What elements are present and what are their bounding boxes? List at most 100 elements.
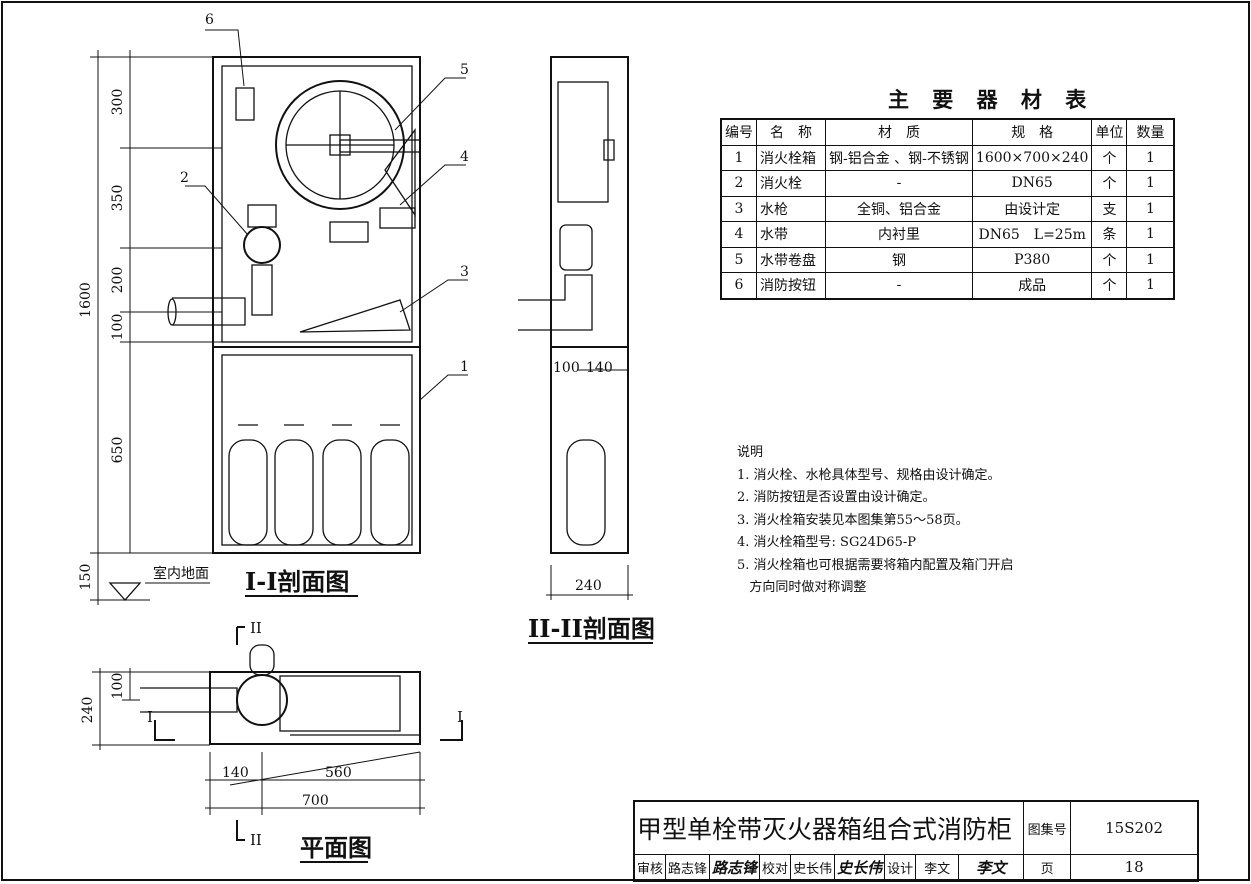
svg-text:240: 240 xyxy=(575,578,602,594)
svg-text:II: II xyxy=(250,619,262,637)
cell: P380 xyxy=(971,246,1093,273)
checker-signature: 史长伟 xyxy=(834,854,886,881)
cell: 1600×700×240 xyxy=(971,144,1093,171)
svg-text:2: 2 xyxy=(180,170,189,186)
check-label: 校对 xyxy=(759,854,792,881)
cell: 1 xyxy=(1126,144,1175,171)
cell: 1 xyxy=(1126,221,1175,248)
cell: 2 xyxy=(720,170,757,197)
section-2-2-view: 100 140 240 II-II剖面图 xyxy=(518,56,655,644)
svg-text:II-II剖面图: II-II剖面图 xyxy=(528,614,655,643)
cell: 由设计定 xyxy=(971,195,1093,222)
fire-button-icon xyxy=(235,87,255,121)
note-item: 3. 消火栓箱安装见本图集第55～58页。 xyxy=(737,512,969,528)
cell: 1 xyxy=(1126,272,1175,299)
review-label: 审核 xyxy=(633,854,667,881)
cell: 1 xyxy=(1126,246,1175,273)
floor-level-icon xyxy=(108,582,142,601)
designer-signature: 李文 xyxy=(958,854,1025,881)
header-cell: 数量 xyxy=(1126,118,1175,146)
svg-text:140: 140 xyxy=(586,360,613,376)
reviewer-name: 路志锋 xyxy=(665,854,711,881)
cell: 1 xyxy=(1126,170,1175,197)
svg-text:300: 300 xyxy=(110,89,126,116)
note-item: 4. 消火栓箱型号: SG24D65-P xyxy=(737,535,916,550)
cell: 钢-铝合金 、钢-不锈钢 xyxy=(825,144,973,171)
cell: 3 xyxy=(720,195,757,222)
header-cell: 单位 xyxy=(1091,118,1128,146)
page-number: 18 xyxy=(1070,854,1199,881)
header-cell: 规 格 xyxy=(971,118,1093,146)
svg-text:5: 5 xyxy=(460,62,469,78)
svg-text:3: 3 xyxy=(460,264,469,280)
cell: 1 xyxy=(1126,195,1175,222)
cell: 个 xyxy=(1091,246,1128,273)
cell: - xyxy=(825,170,973,197)
svg-text:室内地面: 室内地面 xyxy=(153,565,209,582)
drawing-title: 甲型单栓带灭火器箱组合式消防柜 xyxy=(633,800,1025,855)
svg-text:II: II xyxy=(250,831,262,849)
svg-text:140: 140 xyxy=(222,765,249,781)
svg-text:平面图: 平面图 xyxy=(300,833,372,862)
design-label: 设计 xyxy=(884,854,917,881)
note-item: 2. 消防按钮是否设置由设计确定。 xyxy=(737,490,936,505)
svg-text:I: I xyxy=(147,708,153,726)
materials-table-title: 主 要 器 材 表 xyxy=(888,88,1095,112)
cell: 个 xyxy=(1091,170,1128,197)
cell: 成品 xyxy=(971,272,1093,299)
cell: 个 xyxy=(1091,272,1128,299)
svg-text:6: 6 xyxy=(205,12,214,28)
cell: 5 xyxy=(720,246,757,273)
cell: DN65 L=25m xyxy=(971,221,1093,248)
notes: 说明 1. 消火栓、水枪具体型号、规格由设计确定。 2. 消防按钮是否设置由设计… xyxy=(737,442,1014,600)
title-block: 甲型单栓带灭火器箱组合式消防柜 图集号 15S202 审核 路志锋 路志锋 校对… xyxy=(633,800,1200,882)
svg-text:560: 560 xyxy=(325,765,352,781)
section-1-1-view: 6 5 4 2 3 1 xyxy=(167,12,469,554)
svg-text:150: 150 xyxy=(78,564,94,591)
svg-text:I: I xyxy=(457,708,463,726)
cell: 钢 xyxy=(825,246,973,273)
cell: 条 xyxy=(1091,221,1128,248)
atlas-label: 图集号 xyxy=(1023,800,1072,855)
svg-text:200: 200 xyxy=(110,267,126,294)
cell: 消防按钮 xyxy=(756,272,826,299)
cell: 全铜、铝合金 xyxy=(825,195,973,222)
svg-text:650: 650 xyxy=(110,437,126,464)
svg-text:1600: 1600 xyxy=(78,282,94,318)
table-header-row: 编号 名 称 材 质 规 格 单位 数量 xyxy=(720,118,1175,146)
cell: 1 xyxy=(720,144,757,171)
cell: 水枪 xyxy=(756,195,826,222)
cell: 6 xyxy=(720,272,757,299)
checker-name: 史长伟 xyxy=(790,854,836,881)
cell: - xyxy=(825,272,973,299)
svg-text:240: 240 xyxy=(80,697,96,724)
reviewer-signature: 路志锋 xyxy=(709,854,761,881)
svg-text:700: 700 xyxy=(302,793,329,809)
note-item: 5. 消火栓箱也可根据需要将箱内配置及箱门开启 xyxy=(737,557,1014,573)
atlas-number: 15S202 xyxy=(1070,800,1199,855)
page-label: 页 xyxy=(1023,854,1072,881)
nozzle-icon xyxy=(299,299,411,333)
svg-text:1: 1 xyxy=(460,359,469,375)
cell: 个 xyxy=(1091,144,1128,171)
svg-text:4: 4 xyxy=(460,149,469,165)
note-item: 方向同时做对称调整 xyxy=(737,580,867,595)
svg-text:100: 100 xyxy=(110,314,126,341)
cell: 水带卷盘 xyxy=(756,246,826,273)
cell: 消火栓 xyxy=(756,170,826,197)
cell: DN65 xyxy=(971,170,1093,197)
cell: 消火栓箱 xyxy=(756,144,826,171)
svg-text:350: 350 xyxy=(110,185,126,212)
designer-name: 李文 xyxy=(915,854,960,881)
hydrant-valve-icon xyxy=(243,226,281,264)
cell: 水带 xyxy=(756,221,826,248)
notes-heading: 说明 xyxy=(737,445,764,460)
